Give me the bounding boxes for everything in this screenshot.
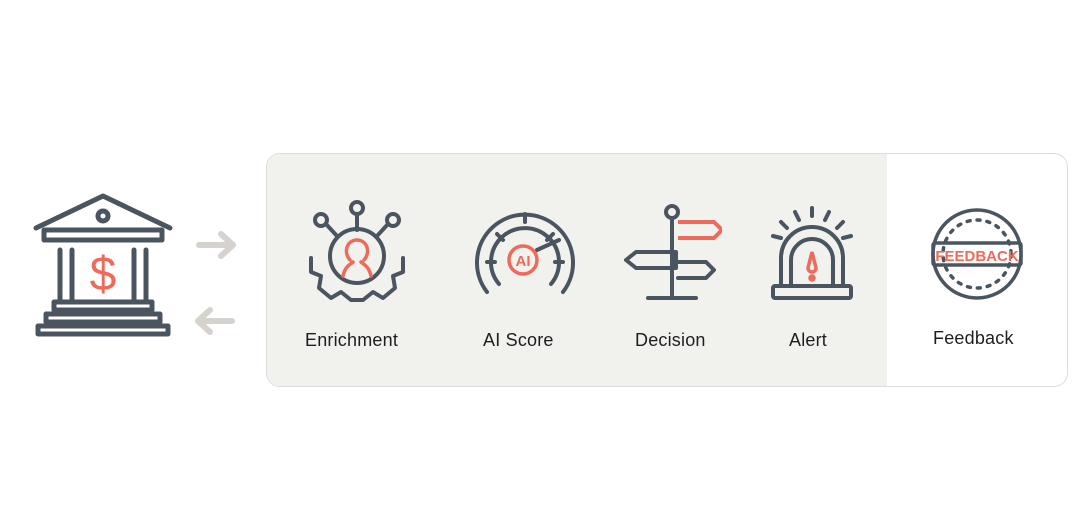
stage-ai-score: AI AI Score (473, 154, 577, 386)
feedback-stamp-icon: FEEDBACK (931, 208, 1023, 300)
arrow-left-icon (195, 307, 235, 335)
svg-text:$: $ (90, 248, 117, 301)
arrow-right-icon (196, 231, 236, 259)
gauge-icon: AI (475, 212, 575, 294)
gauge-text: AI (516, 253, 531, 270)
stage-decision: Decision (622, 154, 722, 386)
stage-label: AI Score (483, 330, 554, 350)
stage-enrichment: Enrichment (305, 154, 407, 386)
signpost-icon (624, 204, 722, 300)
stamp-text: FEEDBACK (935, 248, 1019, 265)
gear-user-icon (309, 200, 405, 302)
stage-label: Decision (635, 330, 706, 350)
bank-icon: $ (33, 193, 173, 337)
stage-label: Alert (789, 330, 828, 350)
siren-icon (771, 206, 853, 300)
stage-alert: Alert (767, 154, 857, 386)
stage-feedback: FEEDBACK Feedback (927, 154, 1027, 386)
stage-label: Enrichment (305, 330, 399, 350)
pipeline-panel: Enrichment AI AI Score (266, 153, 1068, 387)
stage-label: Feedback (933, 328, 1014, 348)
